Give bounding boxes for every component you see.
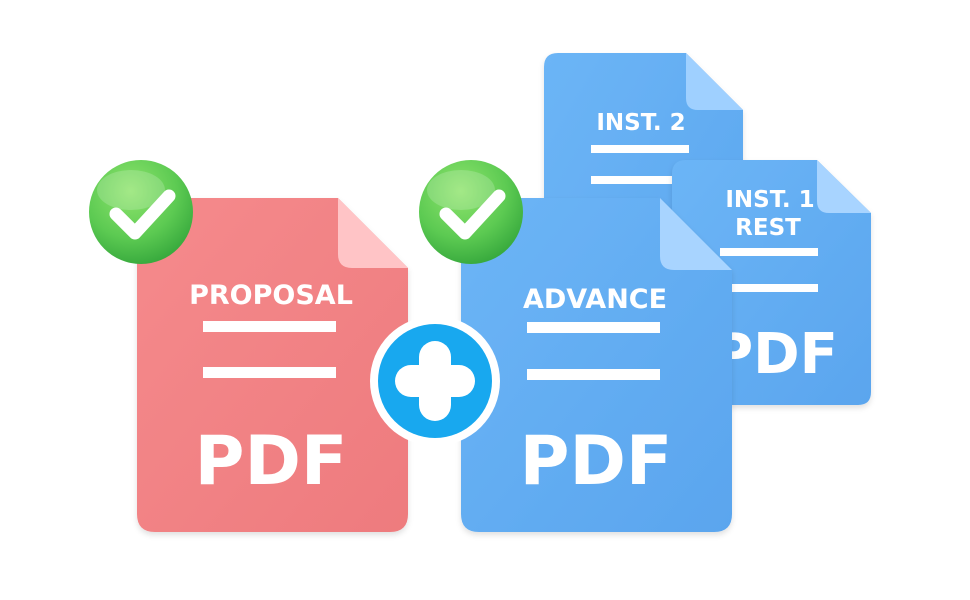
text-line xyxy=(527,322,660,333)
advance-pdf-label: PDF xyxy=(520,422,673,501)
installment-2-label: INST. 2 xyxy=(596,110,685,136)
text-line xyxy=(720,284,818,292)
proposal-label: PROPOSAL xyxy=(189,280,353,311)
plus-icon xyxy=(370,316,500,446)
text-line xyxy=(203,321,336,332)
text-line xyxy=(527,369,660,380)
text-line xyxy=(203,367,336,378)
text-line xyxy=(720,248,818,256)
document-proposal: PROPOSAL PDF xyxy=(137,198,408,532)
advance-label: ADVANCE xyxy=(523,284,667,315)
check-icon xyxy=(419,160,523,264)
check-icon xyxy=(89,160,193,264)
document-advance: ADVANCE PDF xyxy=(461,198,732,532)
text-line xyxy=(591,176,689,184)
proposal-pdf-label: PDF xyxy=(195,422,348,501)
installment-1-label-line2: REST xyxy=(735,215,801,241)
installment-1-label-line1: INST. 1 xyxy=(725,187,814,213)
installment-1-pdf-label: PDF xyxy=(712,322,838,387)
text-line xyxy=(591,145,689,153)
